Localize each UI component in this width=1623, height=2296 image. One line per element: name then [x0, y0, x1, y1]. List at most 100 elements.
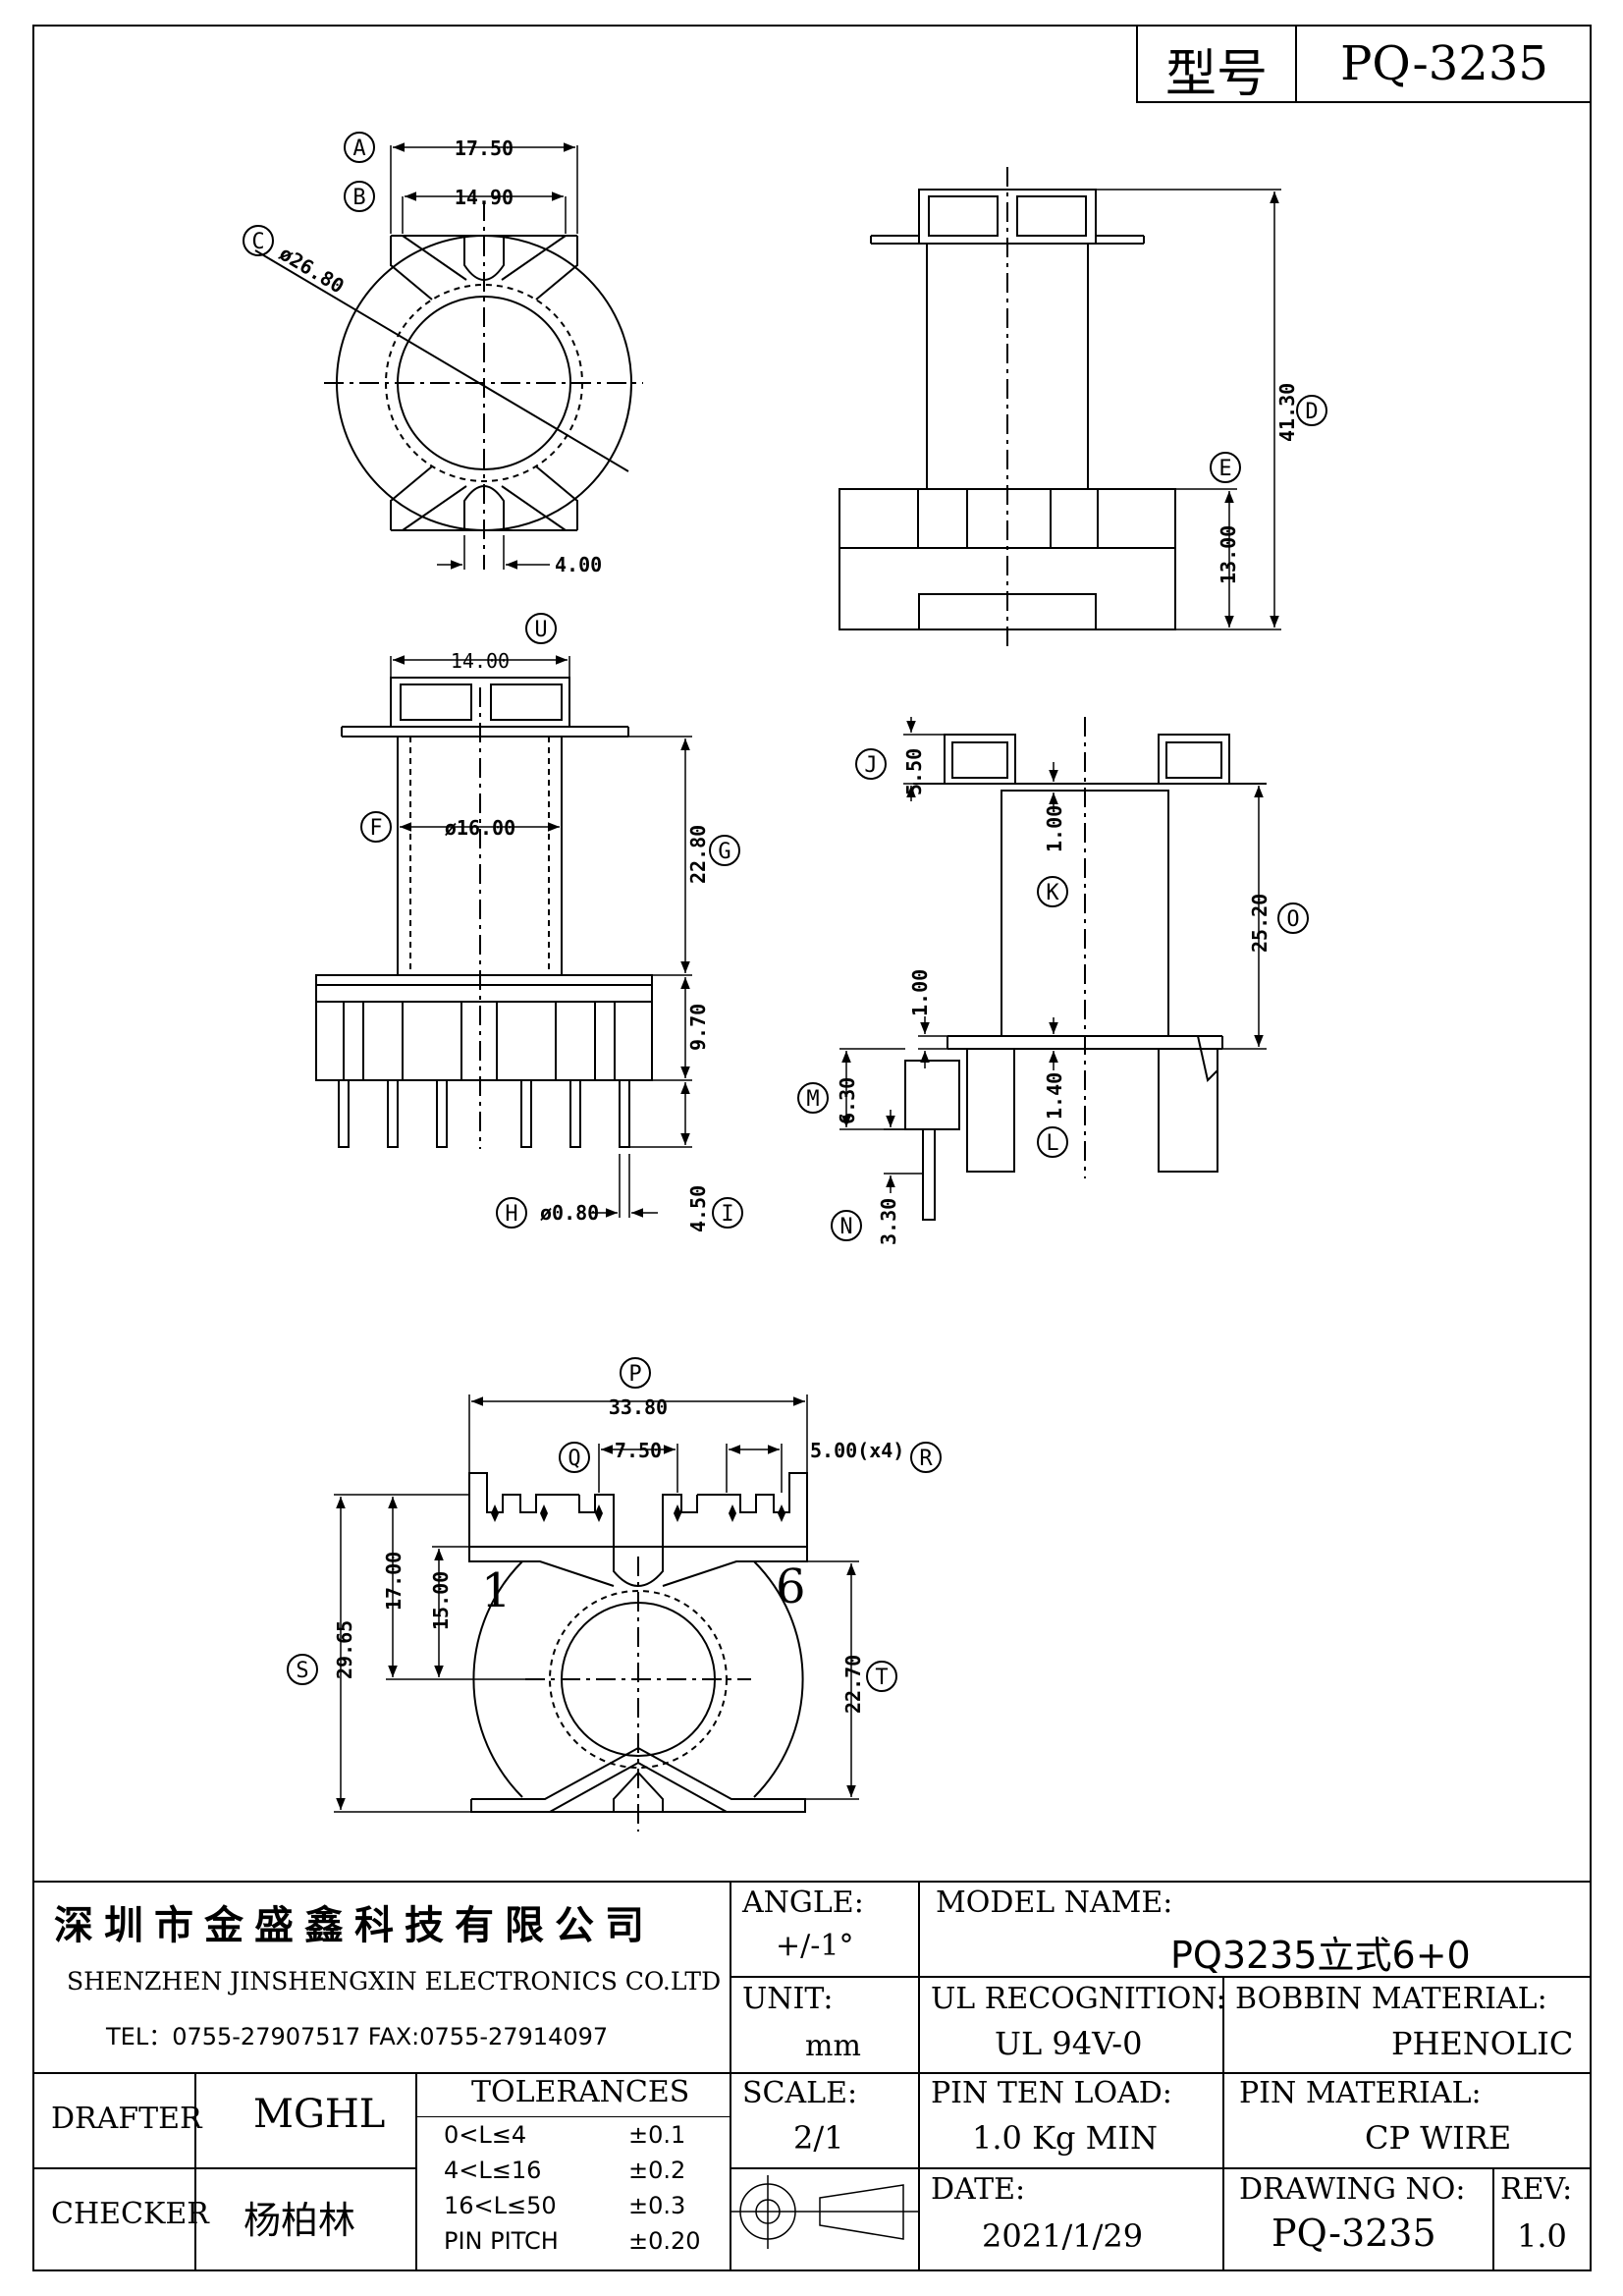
dim-s2-value: 17.00 [382, 1552, 406, 1611]
dim-p-tag: P [620, 1357, 651, 1389]
side-view-top [839, 167, 1281, 648]
tol-range-1: 0<L≤4 [444, 2121, 527, 2149]
svg-text:N: N [839, 1215, 852, 1239]
dim-u-value: 14.00 [451, 649, 510, 673]
dim-d-tag: D [1296, 395, 1327, 426]
rev-label: REV: [1500, 2172, 1573, 2207]
angle-value: +/-1° [776, 1929, 854, 1963]
svg-text:S: S [296, 1659, 308, 1683]
svg-text:K: K [1046, 881, 1059, 905]
company-name-cn: 深圳市金盛鑫科技有限公司 [54, 1903, 655, 1948]
dim-b-value: 14.90 [455, 186, 514, 209]
dim-g-value: 22.80 [686, 825, 710, 884]
dim-g-tag: G [709, 835, 740, 866]
dim-h-value: ø0.80 [540, 1201, 599, 1225]
scale-value: 2/1 [793, 2119, 844, 2157]
dim-b-tag: B [344, 181, 375, 212]
svg-text:G: G [718, 840, 730, 864]
dim-h-tag: H [496, 1197, 527, 1229]
svg-text:L: L [1046, 1131, 1058, 1156]
dim-k-value: 1.00 [1043, 805, 1066, 852]
dim-g2-value: 9.70 [686, 1004, 710, 1051]
company-contact: TEL：0755-27907517 FAX:0755-27914097 [106, 2023, 609, 2050]
dim-s-value: 29.65 [333, 1620, 356, 1679]
drafter-value: MGHL [253, 2092, 386, 2137]
pin-1-label: 1 [481, 1563, 512, 1618]
dim-n-value: 3.30 [877, 1198, 900, 1245]
drawing-frame [32, 25, 1592, 2271]
svg-text:I: I [721, 1202, 733, 1227]
svg-text:M: M [806, 1087, 819, 1112]
dim-s-tag: S [287, 1654, 318, 1685]
side-view-middle [839, 717, 1267, 1221]
model-name-value: PQ3235立式6+0 [1170, 1934, 1471, 1977]
dim-n-tag: N [831, 1210, 862, 1241]
pin-6-label: 6 [776, 1559, 806, 1614]
dim-j-tag: J [855, 748, 887, 780]
dim-p-value: 33.80 [609, 1395, 668, 1419]
svg-text:R: R [919, 1447, 933, 1471]
svg-text:J: J [864, 753, 877, 778]
dim-t-tag: T [866, 1661, 897, 1692]
tol-value-1: ±0.1 [628, 2121, 686, 2149]
svg-text:Q: Q [568, 1447, 580, 1471]
pin-material-value: CP WIRE [1365, 2119, 1512, 2157]
svg-text:H: H [505, 1202, 517, 1227]
svg-text:O: O [1286, 907, 1299, 932]
dim-a-value: 17.50 [455, 137, 514, 160]
tol-value-3: ±0.3 [628, 2192, 686, 2219]
tol-value-2: ±0.2 [628, 2157, 686, 2184]
bobbin-material-label: BOBBIN MATERIAL: [1235, 1982, 1547, 2016]
tol-range-2: 4<L≤16 [444, 2157, 542, 2184]
svg-text:D: D [1305, 400, 1318, 424]
projection-symbol [731, 2175, 918, 2249]
dim-l-tag: L [1037, 1126, 1068, 1158]
tol-range-3: 16<L≤50 [444, 2192, 557, 2219]
top-view [254, 142, 643, 570]
svg-text:P: P [628, 1362, 641, 1387]
dim-s3-value: 15.00 [429, 1571, 453, 1630]
header-title-box: 型号 PQ-3235 [1136, 25, 1592, 104]
drawing-no-value: PQ-3235 [1271, 2212, 1436, 2255]
dim-t-value: 22.70 [841, 1655, 865, 1714]
angle-label: ANGLE: [742, 1886, 864, 1920]
dim-bottom-value: 4.00 [555, 553, 602, 576]
tol-range-4: PIN PITCH [444, 2227, 559, 2255]
front-view-middle [315, 655, 692, 1218]
dim-f-tag: F [360, 811, 392, 843]
dim-m-value: 6.30 [836, 1077, 859, 1124]
dim-a-tag: A [344, 132, 375, 163]
tolerances-label: TOLERANCES [471, 2075, 690, 2109]
dim-f-value: ø16.00 [445, 816, 515, 840]
dim-o-tag: O [1277, 902, 1309, 934]
unit-value: mm [805, 2029, 861, 2063]
company-name-en: SHENZHEN JINSHENGXIN ELECTRONICS CO.LTD [67, 1967, 722, 1995]
dim-q-value: 7.50 [615, 1439, 662, 1462]
bottom-view [334, 1394, 859, 1831]
dim-k-tag: K [1037, 876, 1068, 907]
header-divider [1295, 25, 1297, 101]
svg-text:A: A [352, 137, 365, 161]
dim-e-value: 13.00 [1217, 525, 1240, 584]
pin-load-label: PIN TEN LOAD: [931, 2076, 1172, 2110]
pin-material-label: PIN MATERIAL: [1239, 2076, 1482, 2110]
pin-load-value: 1.0 Kg MIN [972, 2119, 1159, 2157]
dim-l-value: 1.40 [1043, 1072, 1066, 1120]
svg-text:T: T [875, 1666, 888, 1690]
rev-value: 1.0 [1517, 2217, 1567, 2255]
dim-l1-value: 1.00 [908, 969, 932, 1016]
dim-o-value: 25.20 [1248, 894, 1271, 953]
dim-e-tag: E [1210, 452, 1241, 483]
date-label: DATE: [931, 2172, 1026, 2207]
svg-text:F: F [369, 816, 382, 841]
ul-recognition-label: UL RECOGNITION: [931, 1982, 1226, 2016]
drafter-label: DRAFTER [51, 2102, 202, 2136]
scale-label: SCALE: [742, 2076, 858, 2110]
model-name-label: MODEL NAME: [936, 1886, 1173, 1920]
dim-q-tag: Q [559, 1442, 590, 1473]
bobbin-material-value: PHENOLIC [1391, 2025, 1574, 2062]
dim-j-value: 5.50 [902, 748, 926, 795]
dim-i-value: 4.50 [686, 1185, 710, 1232]
unit-label: UNIT: [742, 1982, 834, 2016]
